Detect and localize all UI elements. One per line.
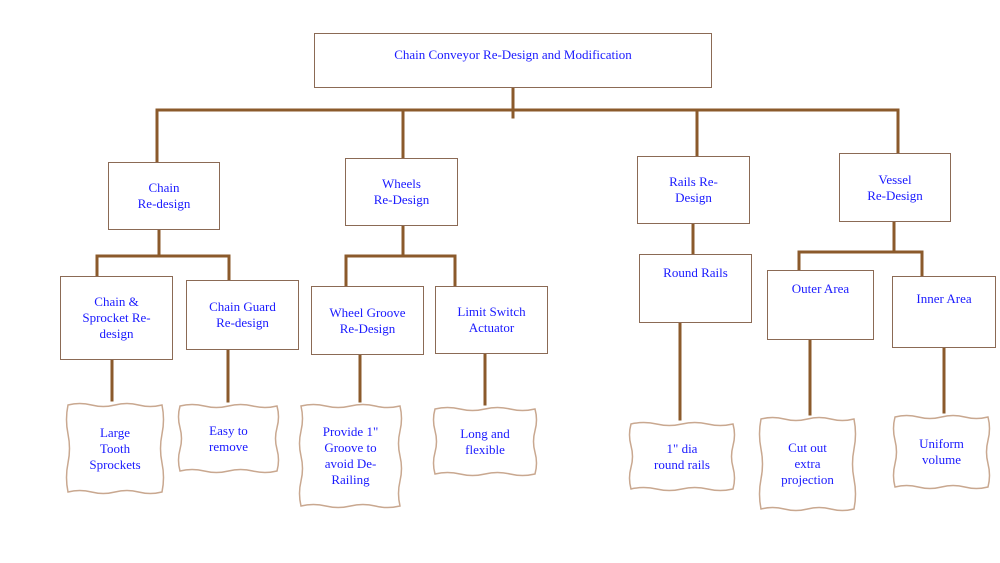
leaf-scroll-shape bbox=[430, 404, 540, 479]
leaf-outline bbox=[300, 405, 402, 508]
leaf-outline bbox=[434, 408, 537, 476]
leaf-label: Large Tooth Sprockets bbox=[89, 424, 141, 472]
category-wheels: Wheels Re-Design bbox=[345, 158, 458, 226]
category-rails: Rails Re- Design bbox=[637, 156, 750, 224]
leaf-uniform-volume: Uniform volume bbox=[890, 412, 993, 492]
leaf-label: Cut out extra projection bbox=[781, 440, 834, 487]
leaf-label: Long and flexible bbox=[460, 425, 510, 457]
subitem-limit: Limit Switch Actuator bbox=[435, 286, 548, 354]
leaf-long-and-flexible: Long and flexible bbox=[430, 404, 540, 479]
subitem-groove: Wheel Groove Re-Design bbox=[311, 286, 424, 355]
leaf-scroll-shape bbox=[756, 414, 859, 514]
category-chain: Chain Re-design bbox=[108, 162, 220, 230]
subitem-outer-area: Outer Area bbox=[767, 270, 874, 340]
leaf-easy-to-remove: Easy to remove bbox=[175, 401, 282, 476]
leaf-scroll-shape bbox=[626, 419, 738, 494]
leaf-outline bbox=[67, 404, 164, 494]
subitem-inner-area: Inner Area bbox=[892, 276, 996, 348]
root-node: Chain Conveyor Re-Design and Modificatio… bbox=[314, 33, 712, 88]
leaf-round-rails-dia: 1" dia round rails bbox=[626, 419, 738, 494]
leaf-large-tooth-sprockets: Large Tooth Sprockets bbox=[63, 400, 167, 497]
subitem-sprocket: Chain & Sprocket Re- design bbox=[60, 276, 173, 360]
leaf-scroll-shape bbox=[63, 400, 167, 497]
leaf-provide-groove: Provide 1" Groove to avoid De- Railing bbox=[296, 401, 405, 511]
leaf-scroll-shape bbox=[175, 401, 282, 476]
leaf-outline bbox=[179, 405, 279, 473]
leaf-label: Provide 1" Groove to avoid De- Railing bbox=[322, 424, 379, 487]
leaf-outline bbox=[760, 418, 856, 511]
leaf-outline bbox=[894, 416, 990, 489]
category-vessel: Vessel Re-Design bbox=[839, 153, 951, 222]
subitem-round-rails: Round Rails bbox=[639, 254, 752, 323]
leaf-scroll-shape bbox=[890, 412, 993, 492]
leaf-label: Uniform volume bbox=[919, 436, 964, 467]
leaf-scroll-shape bbox=[296, 401, 405, 511]
leaf-cut-out-projection: Cut out extra projection bbox=[756, 414, 859, 514]
leaf-label: 1" dia round rails bbox=[654, 440, 710, 472]
leaf-outline bbox=[630, 423, 735, 491]
leaf-label: Easy to remove bbox=[209, 422, 248, 454]
subitem-guard: Chain Guard Re-design bbox=[186, 280, 299, 350]
